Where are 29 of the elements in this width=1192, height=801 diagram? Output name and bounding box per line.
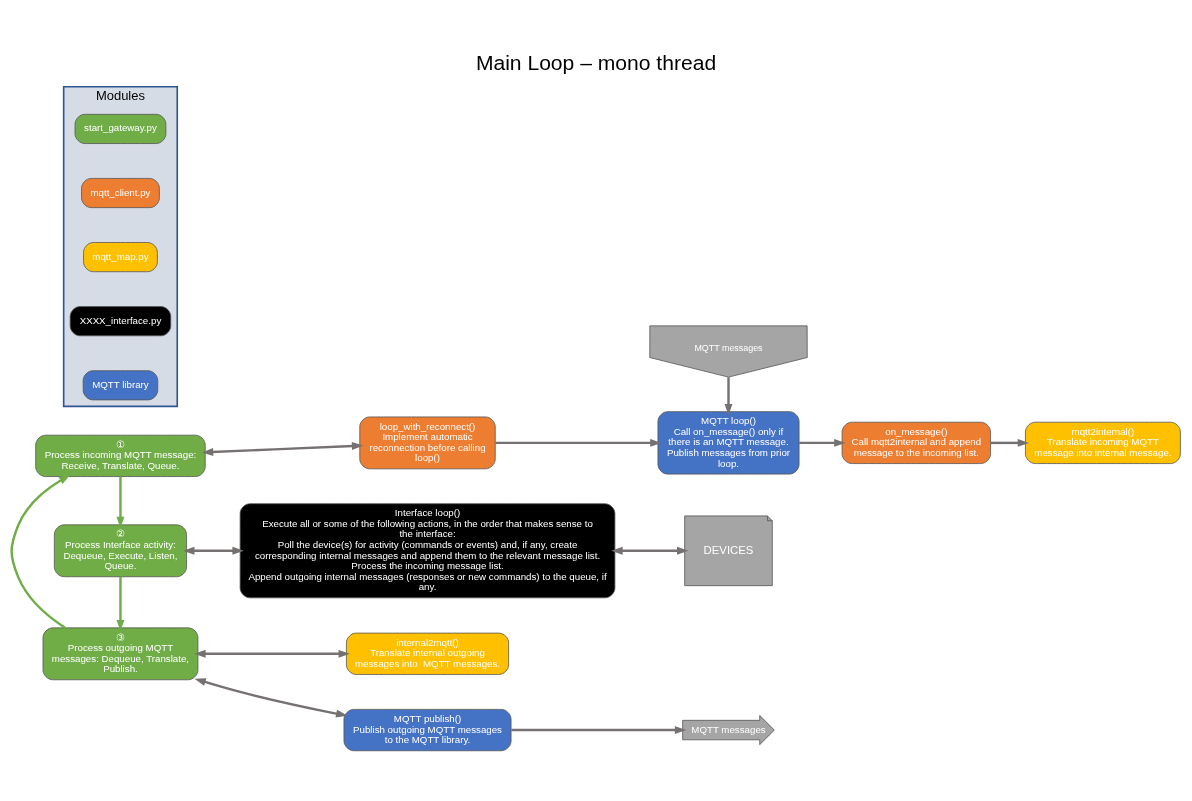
node-box: XXXX_interface.py: [69, 306, 172, 337]
node-box: ① Process incoming MQTT message: Receive, Translate, Queue.: [35, 434, 206, 477]
diagram-title: Main Loop – mono thread: [475, 51, 717, 75]
node-box: start_gateway.py: [74, 113, 167, 144]
node-box: MQTT library: [82, 370, 159, 401]
arrow: [194, 678, 348, 718]
node-box: ③ Process outgoing MQTT messages: Dequeue, Translate, Publish.: [42, 627, 199, 681]
node-box: mqtt2internal() Translate incoming MQTT message into internal message.: [1025, 421, 1181, 464]
arrow: [10, 474, 71, 629]
arrow: [194, 649, 350, 658]
node-box: loop_with_reconnect() Implement automatic reconnection before calling loop(): [359, 416, 496, 470]
arrow: [799, 438, 846, 447]
node-box: MQTT publish() Publish outgoing MQTT messages to the MQTT library.: [343, 708, 512, 752]
arrow: [724, 377, 733, 416]
node-box: mqtt_map.py: [83, 242, 158, 273]
arrow: [511, 726, 687, 735]
arrow: [116, 576, 125, 632]
node-box: internal2mqtt() Translate internal outgoing messages into MQTT messages.: [346, 632, 510, 675]
node-box: on_message() Call mqtt2internal and append message to the incoming list.: [841, 421, 991, 464]
arrow: [183, 546, 244, 555]
arrow: [201, 442, 364, 456]
node-box: ② Process Interface activity: Dequeue, Execute, Listen, Queue.: [53, 524, 187, 578]
node-box: Interface loop() Execute all or some of the following actions, in the order that makes sense to the interface: Poll the device(s) for activity (commands or events) and, if any, create corresponding internal messages and append them to the relevant message list. Process the incoming message list. Append outgoing internal messages (responses or new commands) to the queue, if any.: [239, 503, 616, 599]
node-box: mqtt_client.py: [81, 178, 160, 209]
arrow: [990, 438, 1030, 447]
arrow: [116, 476, 125, 529]
arrow: [611, 546, 689, 555]
arrow: [495, 438, 662, 447]
node-box: MQTT loop() Call on_message() only if there is an MQTT message. Publish messages from prior loop.: [657, 411, 800, 475]
